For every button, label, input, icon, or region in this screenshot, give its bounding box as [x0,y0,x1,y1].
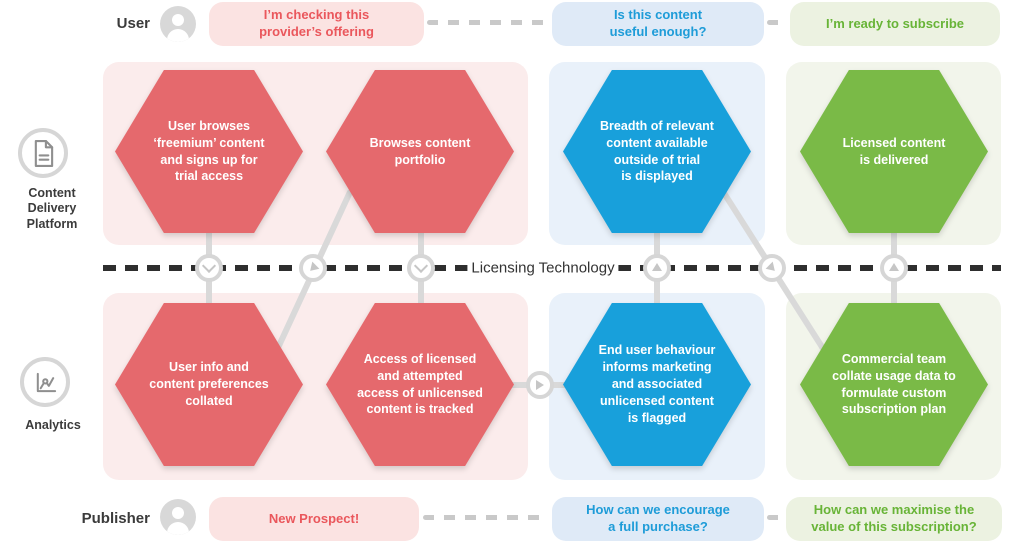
triangle-right-icon [536,380,544,390]
thought-bubble-user-subscribe: I’m ready to subscribe [790,2,1000,46]
triangle-up-icon [652,263,662,271]
thought-bubble-text: How can we maximise the value of this su… [811,502,977,534]
thought-bubble-text: Is this content useful enough? [609,7,707,39]
stage-hexagon-breadth-displayed: Breadth of relevant content available ou… [563,70,751,233]
flow-node [299,254,327,282]
flow-node [880,254,908,282]
chevron-down-icon [201,258,217,273]
licensing-divider-label: Licensing Technology [467,259,619,277]
line-chart-icon [20,357,70,407]
chevron-down-icon [413,258,429,273]
flow-node [526,371,554,399]
stage-text: End user behaviour informs marketing and… [598,343,716,425]
avatar-shoulders [167,522,189,535]
stage-text: Access of licensed and attempted access … [357,351,483,417]
stage-text: Breadth of relevant content available ou… [600,118,714,184]
flow-node [407,254,435,282]
stage-hexagon-commercial-plan: Commercial team collate usage data to fo… [800,303,988,466]
triangle-down-left-icon [306,261,320,275]
lane-label-content-delivery-platform: Content Delivery Platform [26,186,78,231]
stage-text: User info and content preferences collat… [149,360,269,408]
stage-hexagon-user-info-collated: User info and content preferences collat… [115,303,303,466]
flow-node [195,254,223,282]
person-icon [160,499,196,535]
bubble-dash-link [767,20,788,25]
lane-label-publisher: Publisher [81,510,150,527]
licensing-divider-line-right [618,265,1001,271]
avatar-head [172,14,184,26]
stage-text: User browses ‘freemium’ content and sign… [153,118,265,184]
stage-text: Licensed content is delivered [842,135,946,167]
stage-text: Browses content portfolio [369,135,471,167]
person-icon [160,6,196,42]
thought-bubble-user-useful: Is this content useful enough? [552,2,764,46]
thought-bubble-publisher-prospect: New Prospect! [209,497,419,541]
flow-node [758,254,786,282]
thought-bubble-publisher-encourage: How can we encourage a full purchase? [552,497,764,541]
stage-hexagon-browses-portfolio: Browses content portfolio [326,70,514,233]
triangle-up-icon [889,263,899,271]
lane-label-user: User [116,15,150,32]
thought-bubble-text: New Prospect! [268,510,360,526]
avatar-shoulders [167,29,189,42]
bubble-dash-link [767,515,788,520]
thought-bubble-text: I’m ready to subscribe [826,15,964,31]
thought-bubble-text: How can we encourage a full purchase? [586,502,730,534]
bubble-dash-link [423,515,548,520]
triangle-down-right-icon [765,261,779,275]
stage-text: Commercial team collate usage data to fo… [832,351,956,417]
stage-hexagon-licensed-delivered: Licensed content is delivered [800,70,988,233]
avatar-head [172,507,184,519]
thought-bubble-user-checking: I’m checking this provider’s offering [209,2,424,46]
stage-hexagon-access-tracked: Access of licensed and attempted access … [326,303,514,466]
thought-bubble-publisher-maximise: How can we maximise the value of this su… [786,497,1002,541]
flow-node [643,254,671,282]
document-icon [18,128,68,178]
stage-hexagon-behaviour-flagged: End user behaviour informs marketing and… [563,303,751,466]
lane-label-analytics: Analytics [25,418,81,432]
bubble-dash-link [427,20,548,25]
stage-hexagon-freemium-signup: User browses ‘freemium’ content and sign… [115,70,303,233]
licensing-divider-line-left [103,265,468,271]
thought-bubble-text: I’m checking this provider’s offering [259,7,374,39]
